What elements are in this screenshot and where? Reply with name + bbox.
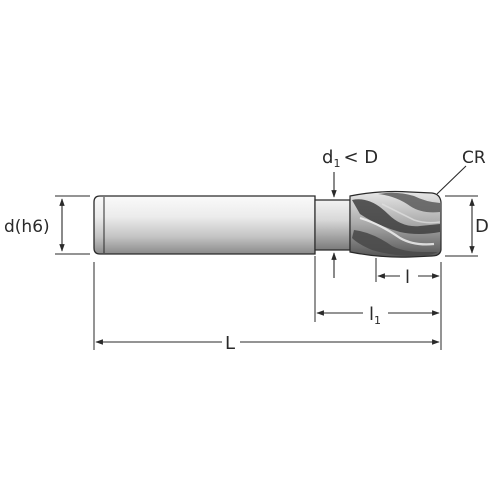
flute-1	[352, 199, 440, 234]
neck-length-symbol: l	[369, 304, 374, 325]
overall-length-label: L	[225, 333, 235, 354]
flute-2	[352, 230, 438, 256]
corner-radius-label: CR	[462, 148, 486, 168]
dimension-overall-length: L	[95, 333, 440, 354]
neck	[314, 199, 351, 251]
neck-diameter-symbol: d	[322, 147, 333, 168]
dimension-cut-length: l	[377, 267, 440, 288]
shank	[93, 195, 316, 255]
dimension-cutter-diameter: D	[469, 198, 489, 254]
corner-radius-callout: CR	[436, 148, 486, 195]
shank-diameter-label: d(h6)	[4, 217, 50, 237]
flute-3	[378, 192, 440, 213]
dimension-shank-diameter: d(h6)	[4, 198, 65, 252]
neck-length-label: l1	[369, 304, 381, 327]
cutter-diameter-label: D	[475, 216, 489, 237]
cut-length-label: l	[405, 267, 410, 288]
dimension-neck-diameter: d1< D	[322, 147, 378, 278]
neck-diameter-relation: < D	[343, 147, 378, 168]
neck-length-subscript: 1	[374, 314, 381, 327]
neck-diameter-subscript: 1	[333, 157, 340, 170]
flute-highlight	[359, 216, 435, 246]
neck-diameter-label: d1< D	[322, 147, 378, 170]
end-mill-tool	[93, 190, 442, 258]
extension-lines	[55, 195, 478, 350]
dimension-neck-length: l1	[316, 304, 440, 327]
flute-highlight-2	[381, 203, 441, 224]
